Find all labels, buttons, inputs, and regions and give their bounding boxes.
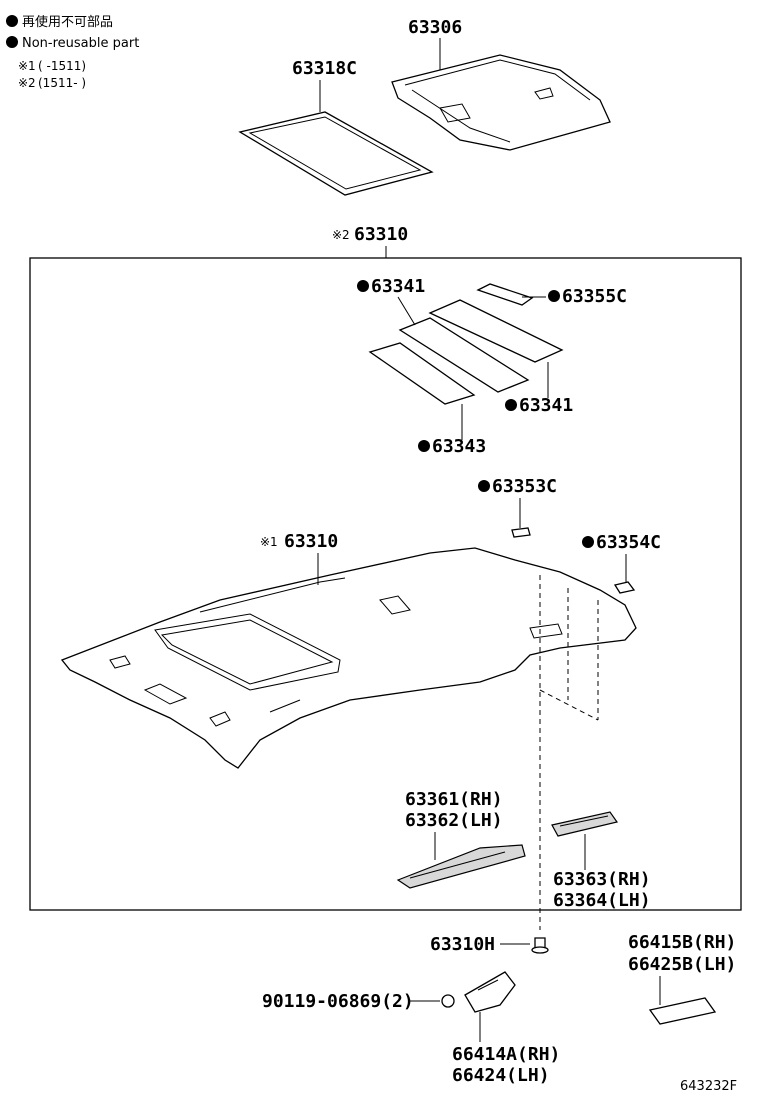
part-63310-top: ※2 63310 [332, 224, 408, 258]
part-label-63310H[interactable]: 63310H [430, 934, 495, 955]
part-label-66415B[interactable]: 66415B(RH) [628, 932, 736, 953]
note-text-2: (1511- ) [38, 76, 86, 90]
part-label-63310-headliner[interactable]: 63310 [284, 531, 338, 552]
label-63341-b[interactable]: 63341 [505, 362, 573, 416]
part-63361-63362: 63361(RH) 63362(LH) [396, 789, 526, 889]
part-label-63310-top[interactable]: 63310 [354, 224, 408, 245]
part-63363-63364: 63363(RH) 63364(LH) [551, 811, 651, 911]
part-label-63318C[interactable]: 63318C [292, 58, 357, 79]
label-63354C[interactable]: 63354C [582, 532, 661, 594]
non-reusable-icon [6, 15, 18, 27]
part-label-63363[interactable]: 63363(RH) [553, 869, 651, 890]
part-label-66425B[interactable]: 66425B(LH) [628, 954, 736, 975]
legend-item-japanese: 再使用不可部品 [22, 14, 113, 30]
part-label-63354C: 63354C [596, 532, 661, 553]
label-63355C[interactable]: 63355C [522, 286, 627, 307]
part-label-66414A[interactable]: 66414A(RH) [452, 1044, 560, 1065]
non-reusable-icon [505, 399, 517, 411]
part-63310H: 63310H [430, 934, 549, 955]
non-reusable-icon [582, 536, 594, 548]
legend-item-english: Non-reusable part [22, 36, 139, 51]
legend: 再使用不可部品 Non-reusable part ※1 ( -1511) ※2… [6, 14, 139, 90]
label-63353C[interactable]: 63353C [478, 476, 557, 538]
part-66415B-66425B: 66415B(RH) 66425B(LH) [628, 932, 736, 1025]
non-reusable-icon [418, 440, 430, 452]
assembly-frame [29, 257, 742, 911]
non-reusable-icon [478, 480, 490, 492]
note-mark-1: ※1 [18, 59, 36, 73]
non-reusable-icon [357, 280, 369, 292]
part-label-63353C: 63353C [492, 476, 557, 497]
non-reusable-icon [6, 36, 18, 48]
part-label-63343: 63343 [432, 436, 486, 457]
part-label-63341-b: 63341 [519, 395, 573, 416]
label-63343[interactable]: 63343 [418, 404, 486, 457]
non-reusable-icon [548, 290, 560, 302]
label-63341-a[interactable]: 63341 [357, 276, 425, 326]
part-label-63364[interactable]: 63364(LH) [553, 890, 651, 911]
part-label-63306[interactable]: 63306 [408, 17, 462, 38]
note-mark-2: ※2 [18, 76, 36, 90]
part-label-63355C: 63355C [562, 286, 627, 307]
part-63318C: 63318C [238, 58, 434, 196]
pads-group [368, 283, 564, 405]
note-mark-1: ※1 [260, 535, 278, 549]
part-63306: 63306 [391, 17, 611, 151]
part-90119-66414A: 90119-06869(2) 66414A(RH) 66424(LH) [262, 971, 560, 1086]
note-text-1: ( -1511) [38, 59, 86, 73]
part-label-63362[interactable]: 63362(LH) [405, 810, 503, 831]
headliner-63310: ※1 63310 [60, 531, 637, 930]
part-label-66424[interactable]: 66424(LH) [452, 1065, 550, 1086]
part-label-63361[interactable]: 63361(RH) [405, 789, 503, 810]
note-mark-2: ※2 [332, 228, 350, 242]
figure-code: 643232F [680, 1079, 737, 1094]
part-label-63341-a: 63341 [371, 276, 425, 297]
part-label-90119[interactable]: 90119-06869(2) [262, 991, 414, 1012]
